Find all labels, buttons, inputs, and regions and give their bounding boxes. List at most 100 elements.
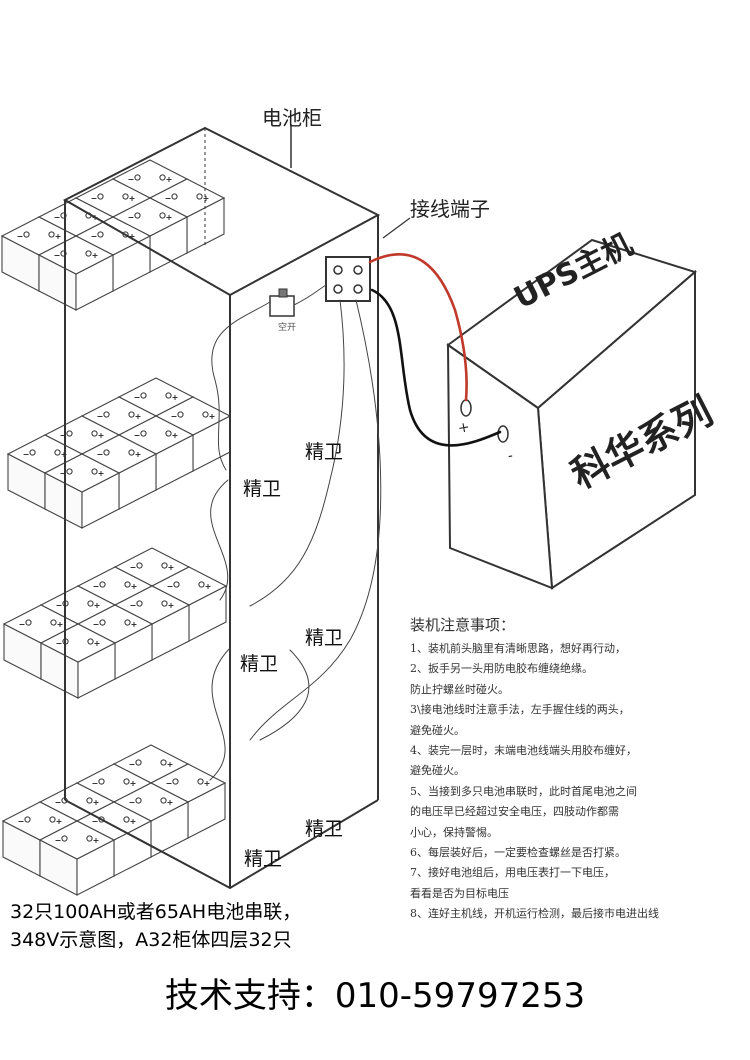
battery-terminal — [86, 797, 93, 804]
breaker-switch — [269, 288, 295, 317]
battery-terminal — [161, 562, 168, 569]
battery-terminal — [124, 581, 131, 588]
battery — [43, 453, 121, 529]
battery-terminal — [160, 759, 167, 766]
battery-terminal — [99, 581, 106, 588]
battery-terminal — [135, 797, 142, 804]
battery-top-face — [39, 623, 117, 663]
battery-top-face — [37, 235, 115, 275]
battery-terminal — [66, 430, 73, 437]
tech-support-line: 技术支持：010-59797253 — [164, 976, 586, 1016]
battery-tier — [2, 547, 228, 699]
install-note-line: 6、每层装好后，一定要检查螺丝是否打紧。 — [410, 846, 626, 860]
battery-terminal — [202, 411, 209, 418]
jumper-wire-6 — [259, 649, 310, 741]
terminal-screw — [333, 284, 343, 294]
battery — [39, 623, 117, 699]
ups-front-face — [446, 343, 554, 590]
battery-terminal — [136, 600, 143, 607]
cabinet-frame — [62, 124, 411, 890]
battery-tier — [6, 377, 232, 529]
battery-terminal — [123, 778, 130, 785]
battery-terminal — [136, 562, 143, 569]
install-note-line: 避免碰火。 — [410, 764, 465, 778]
terminal-screw — [353, 265, 363, 275]
install-note-line: 避免碰火。 — [410, 723, 465, 737]
battery-tiers — [0, 159, 232, 896]
battery — [37, 235, 115, 311]
battery-terminal — [86, 835, 93, 842]
breaker-toggle — [278, 288, 288, 298]
battery-terminal — [25, 619, 32, 626]
battery-terminal — [103, 449, 110, 456]
battery-terminal — [159, 212, 166, 219]
battery-terminal — [161, 600, 168, 607]
battery-terminal — [134, 174, 141, 181]
battery-terminal — [85, 250, 92, 257]
battery-terminal — [165, 392, 172, 399]
battery-terminal — [124, 619, 131, 626]
battery-terminal — [122, 193, 129, 200]
battery-terminal — [159, 174, 166, 181]
battery-terminal — [198, 581, 205, 588]
battery-terminal — [99, 619, 106, 626]
install-note-line: 8、连好主机线，开机运行检测，最后接市电进出线 — [410, 907, 659, 921]
terminal-label-leader — [382, 217, 411, 239]
battery-brand-label: 精卫 — [240, 653, 279, 675]
battery-terminal — [98, 778, 105, 785]
install-note-line: 的电压早已经超过安全电压，四肢动作都需 — [410, 805, 619, 819]
battery-brand-label: 精卫 — [244, 848, 283, 870]
switch-label: 空开 — [278, 323, 297, 333]
battery-top-face — [43, 453, 121, 493]
breaker-wire — [293, 284, 327, 306]
battery-terminal — [49, 816, 56, 823]
cables — [209, 253, 502, 781]
battery-terminal — [171, 193, 178, 200]
battery-terminal — [172, 778, 179, 785]
battery-terminal — [197, 778, 204, 785]
terminal-screw — [353, 284, 363, 294]
battery-terminal — [29, 449, 36, 456]
jumper-wire-3 — [249, 299, 382, 741]
battery-brand-label: 精卫 — [243, 478, 282, 500]
battery-terminal — [48, 231, 55, 238]
battery — [38, 820, 116, 896]
battery-terminal — [61, 835, 68, 842]
install-note-line: 看看是否为目标电压 — [410, 886, 509, 900]
battery-terminal — [24, 816, 31, 823]
negative-cable — [370, 288, 502, 447]
battery-terminal — [165, 430, 172, 437]
breaker-body — [269, 295, 295, 317]
battery-terminal — [103, 411, 110, 418]
battery-terminal — [87, 600, 94, 607]
battery-terminal — [97, 231, 104, 238]
install-note-line: 4、装完一层时，末端电池线端头用胶布缠好， — [410, 744, 637, 758]
install-note-line: 小心，保持警惕。 — [410, 825, 498, 839]
ups-plus-label: + — [456, 419, 472, 437]
battery-terminal — [87, 638, 94, 645]
battery-brand-label: 精卫 — [305, 818, 344, 840]
caption-line: 32只100AH或者65AH电池串联， — [10, 901, 302, 923]
positive-cable — [368, 253, 468, 402]
diagram-caption: 32只100AH或者65AH电池串联， 348V示意图，A32柜体四层32只 — [10, 898, 301, 954]
jumper-wire-5 — [209, 647, 231, 781]
ups-box — [446, 238, 698, 590]
ups-positive-terminal — [460, 399, 472, 417]
battery-terminal — [128, 449, 135, 456]
install-note-line: 2、扳手另一头用防电胶布缠绕绝缘。 — [410, 662, 593, 676]
terminal-block — [325, 256, 371, 302]
battery-terminal — [173, 581, 180, 588]
terminal-screw — [333, 265, 343, 275]
battery-terminal — [160, 797, 167, 804]
install-note-line: 7、接好电池组后，用电压表打一下电压， — [410, 866, 615, 880]
install-notes-title: 装机注意事项： — [410, 616, 516, 634]
battery-terminal — [196, 193, 203, 200]
install-note-line: 5、当接到多只电池串联时，此时首尾电池之间 — [410, 784, 637, 798]
battery-tier — [1, 744, 227, 896]
battery-terminal — [54, 449, 61, 456]
battery-terminal — [123, 816, 130, 823]
install-note-line: 防止拧螺丝时碰火。 — [410, 682, 509, 696]
battery-terminal — [91, 468, 98, 475]
